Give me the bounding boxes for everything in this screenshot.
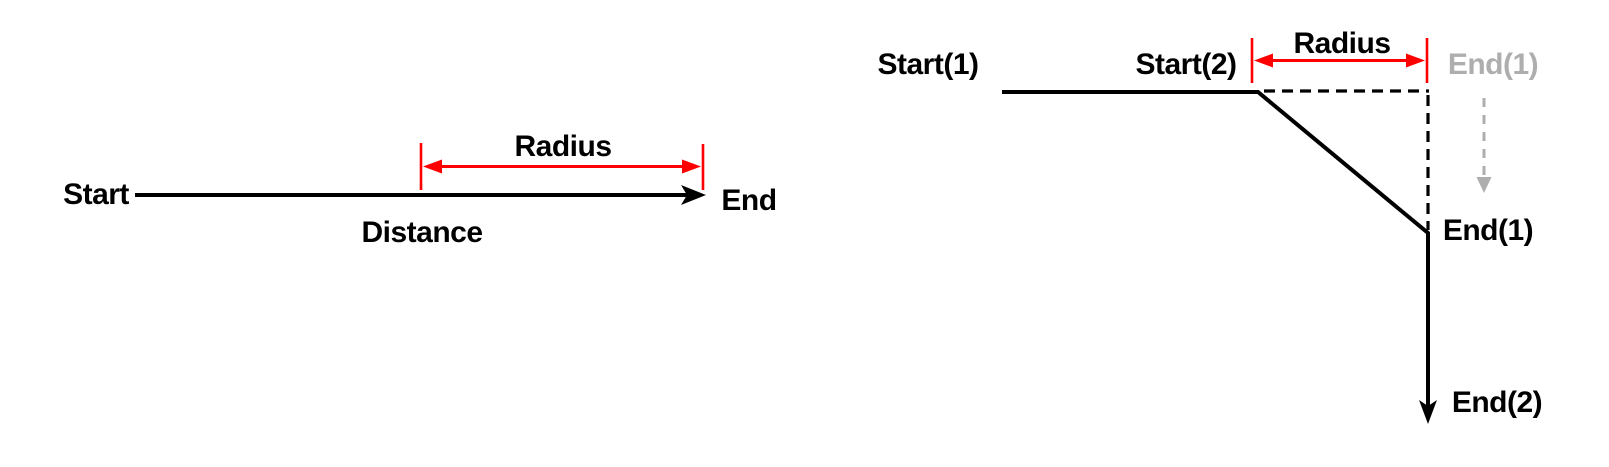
- bent-path-arrowhead-icon: [1419, 400, 1437, 424]
- end1-ghost-label: End(1): [1447, 48, 1539, 81]
- radius-label: Radius: [514, 130, 612, 163]
- start2-label: Start(2): [1135, 48, 1237, 81]
- start1-label: Start(1): [877, 48, 979, 81]
- bent-path-line: [1002, 90, 1430, 406]
- distance-label: Distance: [361, 216, 483, 249]
- ghost-move-arrowhead-icon: [1476, 177, 1492, 193]
- end-label: End: [721, 184, 777, 217]
- figure-left-linework: [135, 143, 706, 205]
- radius-dimension-left-arrowhead-icon: [1254, 53, 1273, 68]
- radius-dimension-right-arrowhead-icon: [1406, 53, 1425, 68]
- path-arrowhead-icon: [681, 185, 706, 205]
- radius-dimension-right-arrowhead-icon: [682, 159, 701, 174]
- end2-label: End(2): [1451, 386, 1543, 419]
- start-label: Start: [63, 178, 129, 211]
- end1-label: End(1): [1442, 214, 1534, 247]
- radius-label: Radius: [1293, 27, 1391, 60]
- radius-dimension-left-arrowhead-icon: [423, 159, 442, 174]
- figure-right-linework: [1002, 38, 1492, 424]
